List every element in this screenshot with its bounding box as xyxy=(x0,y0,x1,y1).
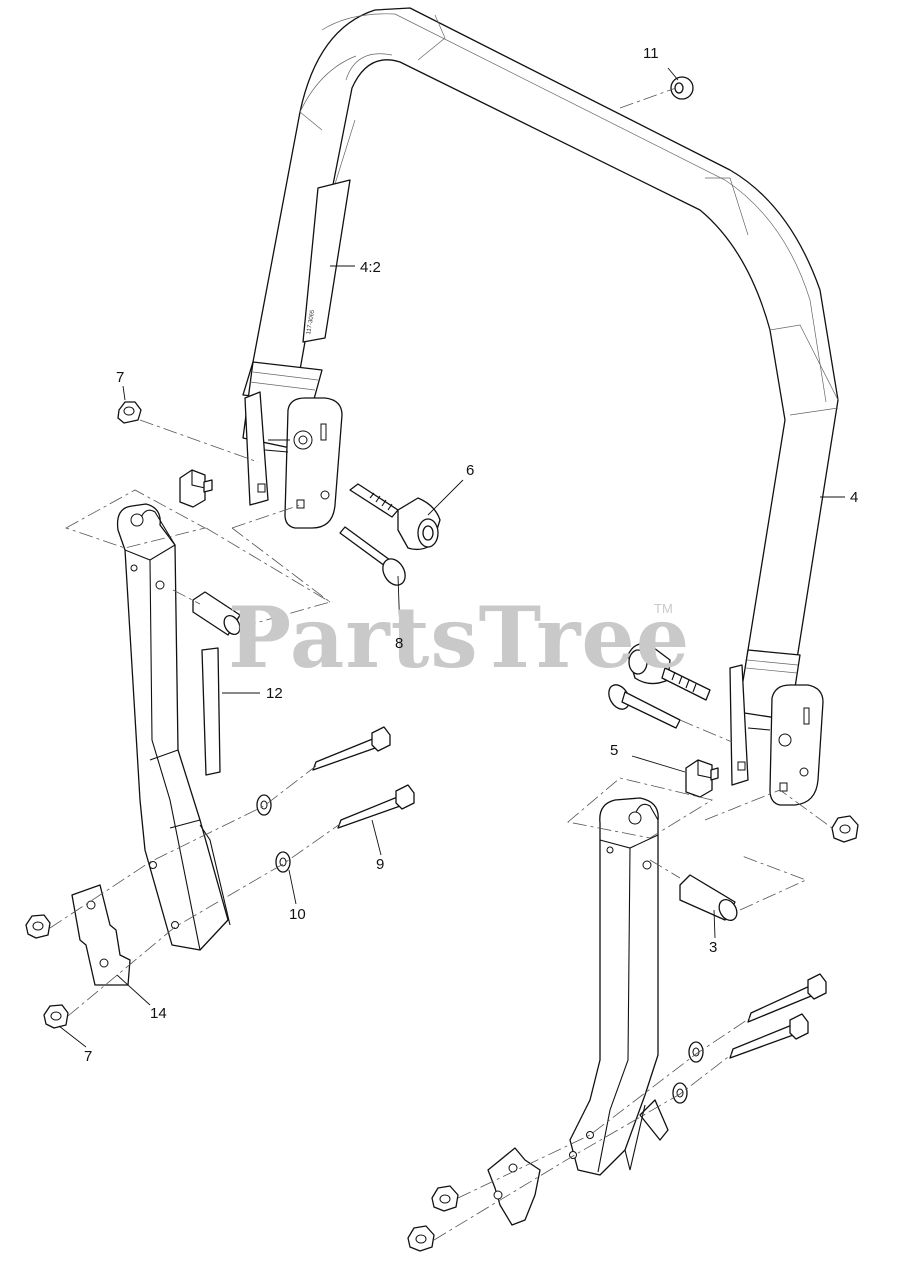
part-12-decal xyxy=(201,647,221,776)
part-10-washers-left xyxy=(256,794,291,873)
left-pivot-bracket xyxy=(244,391,343,529)
part-8-clevis-pin-right xyxy=(608,684,681,729)
callout-9: 9 xyxy=(376,856,385,873)
right-lower-mount xyxy=(569,797,669,1176)
part-14-plate-left xyxy=(71,884,131,986)
part-3-spacer-right xyxy=(679,874,738,921)
callout-4: 4 xyxy=(850,489,859,506)
assembly-lines xyxy=(49,87,833,1241)
callout-7-top: 7 xyxy=(116,369,125,386)
part-5-knob-right xyxy=(685,759,719,798)
callout-10: 10 xyxy=(289,906,306,923)
right-flange-nut-bracket xyxy=(831,815,859,843)
watermark: PartsTree xyxy=(228,588,691,687)
right-plate xyxy=(487,1147,541,1226)
leader-lines xyxy=(58,67,845,1048)
left-lower-mount xyxy=(116,503,231,951)
part-6-locking-pin-left xyxy=(349,483,441,551)
callout-8: 8 xyxy=(395,635,404,652)
left-flange-nuts xyxy=(25,914,69,1029)
callout-5: 5 xyxy=(610,742,619,759)
callout-4-2: 4:2 xyxy=(360,259,381,276)
right-pivot-bracket xyxy=(729,664,824,806)
callout-12: 12 xyxy=(266,685,283,702)
callout-7-bottom: 7 xyxy=(84,1048,93,1065)
callout-14: 14 xyxy=(150,1005,167,1022)
callout-6: 6 xyxy=(466,462,475,479)
part-11-nut xyxy=(670,76,694,100)
right-flange-nuts-bottom xyxy=(407,1185,459,1252)
part-9-bolts-left xyxy=(312,726,415,829)
trademark-mark: TM xyxy=(654,601,673,616)
part-5-knob-left xyxy=(179,469,213,508)
part-3-spacer-left xyxy=(192,591,241,636)
part-8-clevis-pin-left xyxy=(339,526,406,586)
right-bolts xyxy=(729,973,827,1059)
right-washers xyxy=(672,1041,704,1104)
part-7-nut-top xyxy=(117,401,142,424)
part-6-locking-pin-right xyxy=(627,643,711,701)
callout-3: 3 xyxy=(709,939,718,956)
callout-11: 11 xyxy=(643,45,659,62)
